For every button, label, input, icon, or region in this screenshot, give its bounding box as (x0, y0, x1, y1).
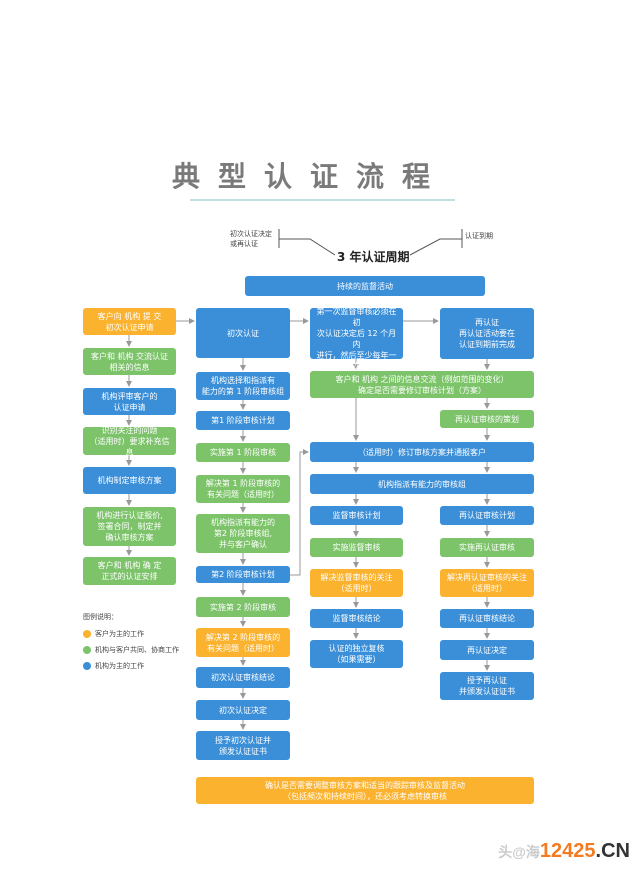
recert-planning-box: 再认证审核的策划 (440, 410, 534, 428)
col2-step: 解决第 1 阶段审核的 有关问题（适用时） (196, 475, 290, 503)
col1-step: 机构进行认证报价, 签署合同，制定并 确认审核方案 (83, 507, 176, 546)
col2-step: 初次认证审核结论 (196, 667, 290, 688)
col1-step: 客户向 机构 提 交 初次认证申请 (83, 308, 176, 335)
watermark-number: 12425 (539, 840, 596, 862)
col4-step: 再认证审核结论 (440, 609, 534, 628)
col4-step: 再认证审核计划 (440, 506, 534, 525)
legend-blue-dot-icon (83, 662, 91, 670)
col4-step: 解决再认证审核的关注 （适用时） (440, 569, 534, 597)
recertification-box: 再认证 再认证活动要在 认证到期前完成 (440, 308, 534, 359)
col1-step: 客户和 机构 交流认证 相关的信息 (83, 348, 176, 375)
legend-item: 客户为主的工作 (95, 630, 144, 638)
legend-green-dot-icon (83, 646, 91, 654)
col4-step: 实施再认证审核 (440, 538, 534, 557)
col2-step: 第2 阶段审核计划 (196, 566, 290, 583)
col2-step: 机构指派有能力的 第2 阶段审核组, 并与客户确认 (196, 514, 290, 553)
col4-step: 再认证决定 (440, 640, 534, 660)
col2-step: 第1 阶段审核计划 (196, 411, 290, 430)
col2-step: 机构选择和指派有 能力的第 1 阶段审核组 (196, 372, 290, 400)
watermark: 头@海12425.CN (498, 840, 630, 863)
col1-step: 客户和 机构 确 定 正式的认证安排 (83, 557, 176, 585)
col2-step: 实施第 1 阶段审核 (196, 443, 290, 462)
col3-step: 认证的独立复核 （如果需要） (310, 640, 403, 668)
legend-title: 图例说明： (83, 613, 118, 621)
legend-item: 机构为主的工作 (95, 662, 144, 670)
col2-step: 解决第 2 阶段审核的 有关问题（适用时） (196, 628, 290, 657)
surveillance-audit-box: 监督审核 第一次监督审核必须在初 次认证决定后 12 个月内 进行，然后至少每年… (310, 296, 403, 371)
legend-orange-dot-icon (83, 630, 91, 638)
col2-step: 初次认证 (196, 308, 290, 358)
watermark-prefix: 头@海 (498, 844, 540, 860)
info-exchange-box: 客户和 机构 之间的信息交流（例如范围的变化） 确定是否需要修订审核计划（方案） (310, 371, 534, 398)
col3-step: 监督审核计划 (310, 506, 403, 525)
cycle-end-label: 认证到期 (465, 232, 493, 240)
col3-step: 监督审核结论 (310, 609, 403, 628)
legend-item: 机构与客户共同、协商工作 (95, 646, 179, 654)
col2-step: 实施第 2 阶段审核 (196, 597, 290, 617)
cycle-start-label: 初次认证决定 或再认证 (230, 230, 272, 248)
bottom-note-box: 确认是否需要调整审核方案和适当的跟踪审核及监督活动 （包括频次和持续时间），还必… (196, 777, 534, 804)
col3-step: 解决监督审核的关注 （适用时） (310, 569, 403, 597)
assign-team-box: 机构指派有能力的审核组 (310, 474, 534, 494)
continuous-surveillance-bar: 持续的监督活动 (245, 276, 485, 296)
watermark-domain: .CN (595, 840, 630, 862)
diagram-title: 典型认证流程 (171, 160, 448, 193)
col1-step: 机构制定审核方案 (83, 467, 176, 494)
col2-step: 初次认证决定 (196, 700, 290, 720)
col1-step: 机构评审客户的 认证申请 (83, 388, 176, 415)
col3-step: 实施监督审核 (310, 538, 403, 557)
revise-program-box: （适用时）修订审核方案并通报客户 (310, 442, 534, 462)
col1-step: 识别关注的问题 （适用时）要求补充信息 (83, 426, 176, 457)
col4-step: 授予再认证 并颁发认证证书 (440, 672, 534, 700)
cycle-label: 3 年认证周期 (337, 250, 410, 264)
col2-step: 授予初次认证并 颁发认证证书 (196, 731, 290, 760)
